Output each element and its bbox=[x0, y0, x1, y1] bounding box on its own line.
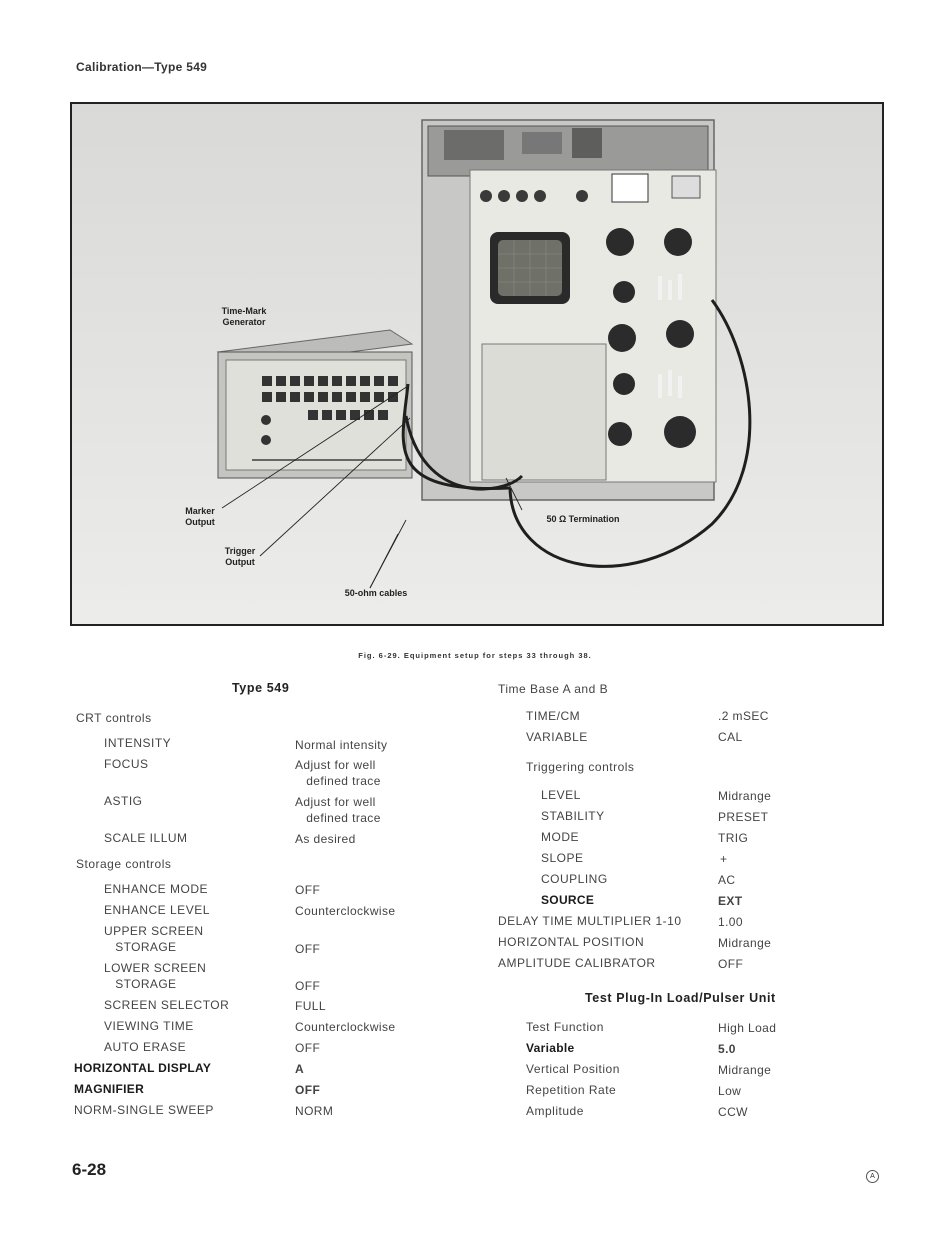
setting-value: CCW bbox=[718, 1105, 748, 1119]
setting-value: High Load bbox=[718, 1021, 777, 1035]
trigger-heading: Triggering controls bbox=[526, 760, 635, 774]
setting-value: .2 mSEC bbox=[718, 709, 769, 723]
setting-label: MAGNIFIER bbox=[74, 1082, 145, 1096]
setting-value: Midrange bbox=[718, 936, 772, 950]
setting-label: TIME/CM bbox=[526, 709, 581, 723]
setting-label: SOURCE bbox=[541, 893, 595, 907]
setting-value: + bbox=[720, 852, 728, 866]
crt-heading: CRT controls bbox=[76, 711, 152, 725]
setting-value: OFF bbox=[718, 957, 744, 971]
setting-label: SLOPE bbox=[541, 851, 584, 865]
setting-value: PRESET bbox=[718, 810, 769, 824]
callout-trigger-output: Trigger Output bbox=[224, 546, 256, 567]
callout-termination: 50 Ω Termination bbox=[546, 514, 620, 524]
setting-value: OFF bbox=[295, 1041, 321, 1055]
setting-label: Amplitude bbox=[526, 1104, 584, 1118]
callout-marker-output: Marker Output bbox=[185, 506, 215, 527]
setting-value: Counterclockwise bbox=[295, 1020, 396, 1034]
setting-value: OFF bbox=[295, 942, 321, 956]
setting-label: Repetition Rate bbox=[526, 1083, 617, 1097]
setting-label: STABILITY bbox=[541, 809, 605, 823]
setting-label: INTENSITY bbox=[104, 736, 172, 750]
setting-label: SCREEN SELECTOR bbox=[104, 998, 230, 1012]
setting-label: Vertical Position bbox=[526, 1062, 620, 1076]
page-header: Calibration—Type 549 bbox=[76, 60, 208, 74]
setting-value: Midrange bbox=[718, 789, 772, 803]
setting-value: OFF bbox=[295, 883, 321, 897]
storage-heading: Storage controls bbox=[76, 857, 172, 871]
setting-label: VIEWING TIME bbox=[104, 1019, 194, 1033]
setting-value: AC bbox=[718, 873, 736, 887]
setting-label: AMPLITUDE CALIBRATOR bbox=[498, 956, 656, 970]
setting-label: AUTO ERASE bbox=[104, 1040, 187, 1054]
left-title: Type 549 bbox=[232, 681, 290, 695]
setting-value: OFF bbox=[295, 979, 321, 993]
setting-value: A bbox=[295, 1062, 305, 1076]
setting-value: FULL bbox=[295, 999, 326, 1013]
figure-caption: Fig. 6-29. Equipment setup for steps 33 … bbox=[358, 651, 592, 660]
callout-50-ohm-cables: 50-ohm cables bbox=[344, 588, 408, 598]
setting-value: 5.0 bbox=[718, 1042, 736, 1056]
setting-value: Low bbox=[718, 1084, 742, 1098]
setting-value: As desired bbox=[295, 832, 356, 846]
setting-value: TRIG bbox=[718, 831, 749, 845]
setting-label: ASTIG bbox=[104, 794, 143, 808]
setting-label: ENHANCE MODE bbox=[104, 882, 209, 896]
setting-value: NORM bbox=[295, 1104, 334, 1118]
equipment-illustration bbox=[72, 104, 882, 624]
callout-time-mark-generator: Time-Mark Generator bbox=[221, 306, 267, 327]
setting-value: Counterclockwise bbox=[295, 904, 396, 918]
page-number: 6-28 bbox=[72, 1160, 107, 1179]
setting-label: DELAY TIME MULTIPLIER 1-10 bbox=[498, 914, 682, 928]
setting-label: LOWER SCREEN STORAGE bbox=[104, 961, 207, 991]
setting-value: Adjust for well defined trace bbox=[295, 758, 381, 788]
setting-label: Variable bbox=[526, 1041, 575, 1055]
setting-value: Normal intensity bbox=[295, 738, 388, 752]
setting-label: UPPER SCREEN STORAGE bbox=[104, 924, 204, 954]
setting-value: Adjust for well defined trace bbox=[295, 795, 381, 825]
plugin-heading: Test Plug-In Load/Pulser Unit bbox=[585, 991, 776, 1005]
revision-mark: A bbox=[866, 1170, 879, 1183]
equipment-photo: Time-Mark Generator Marker Output Trigge… bbox=[70, 102, 884, 626]
timebase-heading: Time Base A and B bbox=[498, 682, 609, 696]
setting-value: EXT bbox=[718, 894, 743, 908]
setting-label: HORIZONTAL DISPLAY bbox=[74, 1061, 212, 1075]
setting-value: CAL bbox=[718, 730, 743, 744]
setting-label: SCALE ILLUM bbox=[104, 831, 188, 845]
setting-label: ENHANCE LEVEL bbox=[104, 903, 210, 917]
setting-value: Midrange bbox=[718, 1063, 772, 1077]
setting-label: FOCUS bbox=[104, 757, 149, 771]
setting-label: NORM-SINGLE SWEEP bbox=[74, 1103, 214, 1117]
setting-label: LEVEL bbox=[541, 788, 581, 802]
setting-value: 1.00 bbox=[718, 915, 743, 929]
setting-label: COUPLING bbox=[541, 872, 608, 886]
setting-label: HORIZONTAL POSITION bbox=[498, 935, 645, 949]
setting-label: MODE bbox=[541, 830, 579, 844]
setting-value: OFF bbox=[295, 1083, 321, 1097]
setting-label: Test Function bbox=[526, 1020, 604, 1034]
setting-label: VARIABLE bbox=[526, 730, 588, 744]
